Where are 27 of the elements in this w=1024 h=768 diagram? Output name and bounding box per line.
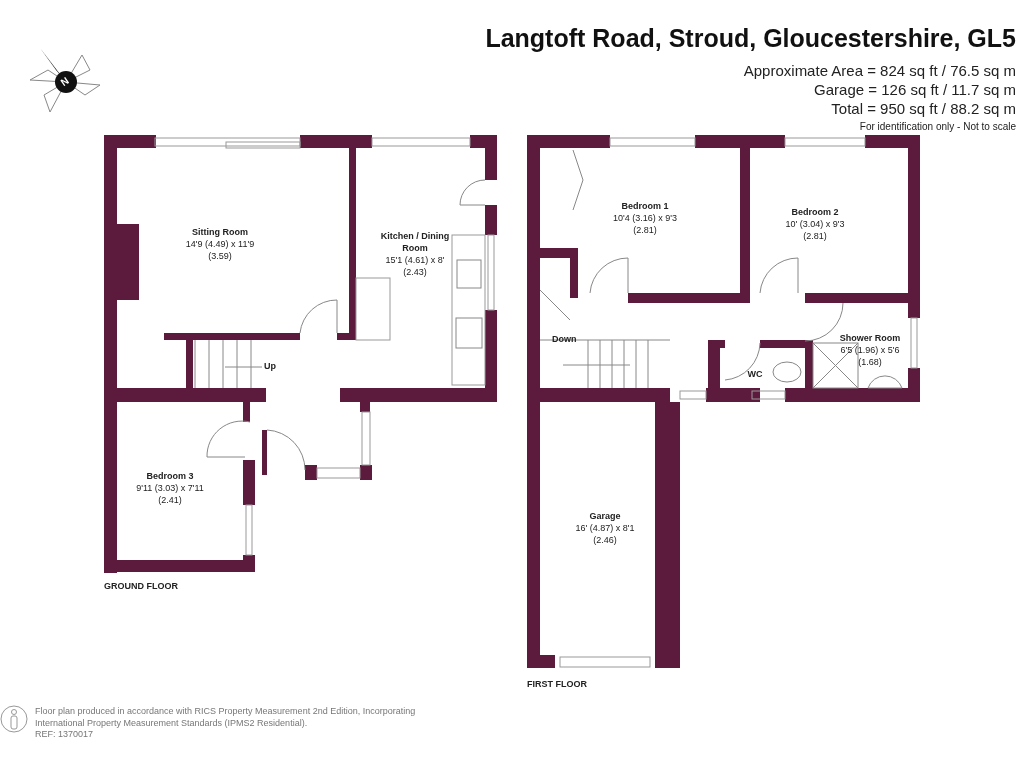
stair-label: Up (264, 361, 276, 371)
room-name: Garage (588, 510, 622, 522)
room-dimensions: 10'4 (3.16) x 9'3 (2.81) (612, 212, 678, 236)
area-text: Garage = 126 sq ft / 11.7 sq m (814, 81, 1016, 98)
title: Langtoft Road, Stroud, Gloucestershire, GL5 (485, 24, 1016, 53)
room-name: Shower Room (838, 332, 902, 344)
room-name: Bedroom 1 (620, 200, 670, 212)
room-name: Bedroom 3 (145, 470, 195, 482)
room-name: Bedroom 2 (790, 206, 840, 218)
room-dimensions: 15'1 (4.61) x 8' (2.43) (384, 254, 446, 278)
floor-label: FIRST FLOOR (527, 679, 587, 689)
note-text: For identification only - Not to scale (859, 121, 1016, 132)
room-dimensions: 16' (4.87) x 8'1 (2.46) (574, 522, 636, 546)
room-dimensions: 9'11 (3.03) x 7'11 (2.41) (135, 482, 205, 506)
footer-text: Floor plan produced in accordance with RICS Property Measurement 2nd Edition, Incorporating International Property Measurement Standards (IPMS2 Residential). (35, 705, 417, 729)
room-dimensions: 6'5 (1.96) x 5'6 (1.68) (839, 344, 901, 368)
room-dimensions: 14'9 (4.49) x 11'9 (3.59) (185, 238, 255, 262)
area-text: Approximate Area = 824 sq ft / 76.5 sq m (743, 62, 1016, 79)
room-name: Sitting Room (191, 226, 249, 238)
room-name: WC (746, 368, 764, 380)
compass-letter: N (58, 74, 71, 89)
floor-label: GROUND FLOOR (104, 581, 178, 591)
stair-label: Down (552, 334, 577, 344)
area-text: Total = 950 sq ft / 88.2 sq m (831, 100, 1016, 117)
footer-text: REF: 1370017 (35, 729, 94, 739)
room-name: Kitchen / Dining Room (379, 230, 451, 254)
room-dimensions: 10' (3.04) x 9'3 (2.81) (784, 218, 846, 242)
